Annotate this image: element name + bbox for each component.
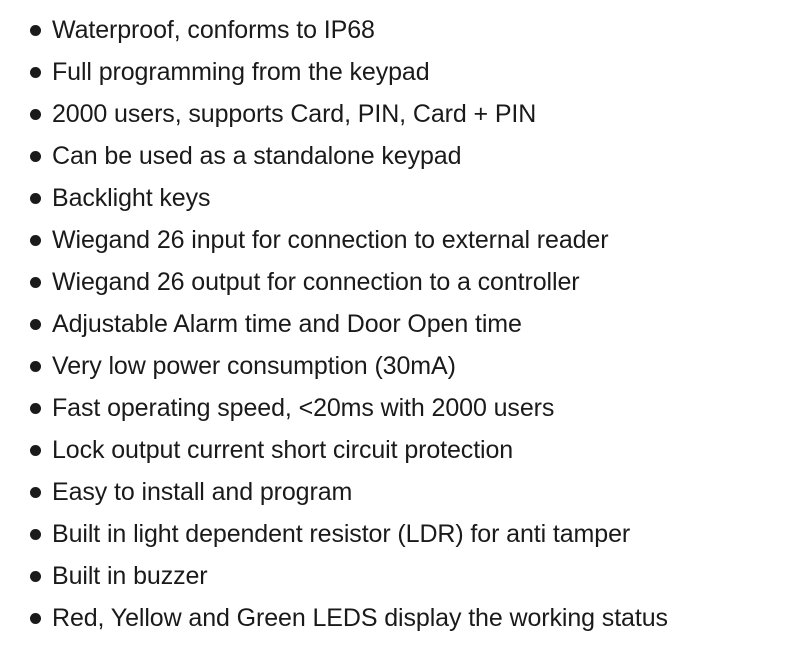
- feature-item: Adjustable Alarm time and Door Open time: [30, 303, 790, 345]
- bullet-icon: [30, 66, 41, 78]
- bullet-icon: [30, 528, 41, 540]
- feature-text: Red, Yellow and Green LEDS display the w…: [52, 603, 668, 632]
- bullet-icon: [30, 444, 41, 456]
- bullet-icon: [30, 24, 41, 36]
- feature-text: Built in buzzer: [52, 561, 208, 590]
- feature-item: Waterproof, conforms to IP68: [30, 9, 790, 51]
- feature-item: Built in buzzer: [30, 555, 790, 597]
- bullet-icon: [30, 570, 41, 582]
- feature-text: Built in light dependent resistor (LDR) …: [52, 519, 631, 548]
- bullet-icon: [30, 612, 41, 624]
- feature-text: Adjustable Alarm time and Door Open time: [52, 309, 522, 338]
- feature-list: Waterproof, conforms to IP68 Full progra…: [30, 9, 790, 639]
- feature-text: 2000 users, supports Card, PIN, Card + P…: [52, 99, 537, 128]
- feature-item: Red, Yellow and Green LEDS display the w…: [30, 597, 790, 639]
- bullet-icon: [30, 360, 41, 372]
- feature-text: Fast operating speed, <20ms with 2000 us…: [52, 393, 555, 422]
- bullet-icon: [30, 318, 41, 330]
- bullet-icon: [30, 150, 41, 162]
- bullet-icon: [30, 234, 41, 246]
- feature-text: Waterproof, conforms to IP68: [52, 15, 375, 44]
- feature-item: Wiegand 26 input for connection to exter…: [30, 219, 790, 261]
- feature-item: 2000 users, supports Card, PIN, Card + P…: [30, 93, 790, 135]
- bullet-icon: [30, 108, 41, 120]
- feature-text: Lock output current short circuit protec…: [52, 435, 514, 464]
- feature-text: Wiegand 26 input for connection to exter…: [52, 225, 609, 254]
- feature-text: Wiegand 26 output for connection to a co…: [52, 267, 580, 296]
- feature-text: Full programming from the keypad: [52, 57, 430, 86]
- feature-item: Fast operating speed, <20ms with 2000 us…: [30, 387, 790, 429]
- bullet-icon: [30, 402, 41, 414]
- feature-text: Backlight keys: [52, 183, 211, 212]
- feature-text: Very low power consumption (30mA): [52, 351, 456, 380]
- bullet-icon: [30, 486, 41, 498]
- feature-item: Very low power consumption (30mA): [30, 345, 790, 387]
- feature-item: Lock output current short circuit protec…: [30, 429, 790, 471]
- bullet-icon: [30, 276, 41, 288]
- feature-text: Can be used as a standalone keypad: [52, 141, 462, 170]
- bullet-icon: [30, 192, 41, 204]
- feature-item: Easy to install and program: [30, 471, 790, 513]
- feature-item: Built in light dependent resistor (LDR) …: [30, 513, 790, 555]
- feature-item: Can be used as a standalone keypad: [30, 135, 790, 177]
- feature-text: Easy to install and program: [52, 477, 353, 506]
- feature-item: Backlight keys: [30, 177, 790, 219]
- feature-item: Wiegand 26 output for connection to a co…: [30, 261, 790, 303]
- feature-item: Full programming from the keypad: [30, 51, 790, 93]
